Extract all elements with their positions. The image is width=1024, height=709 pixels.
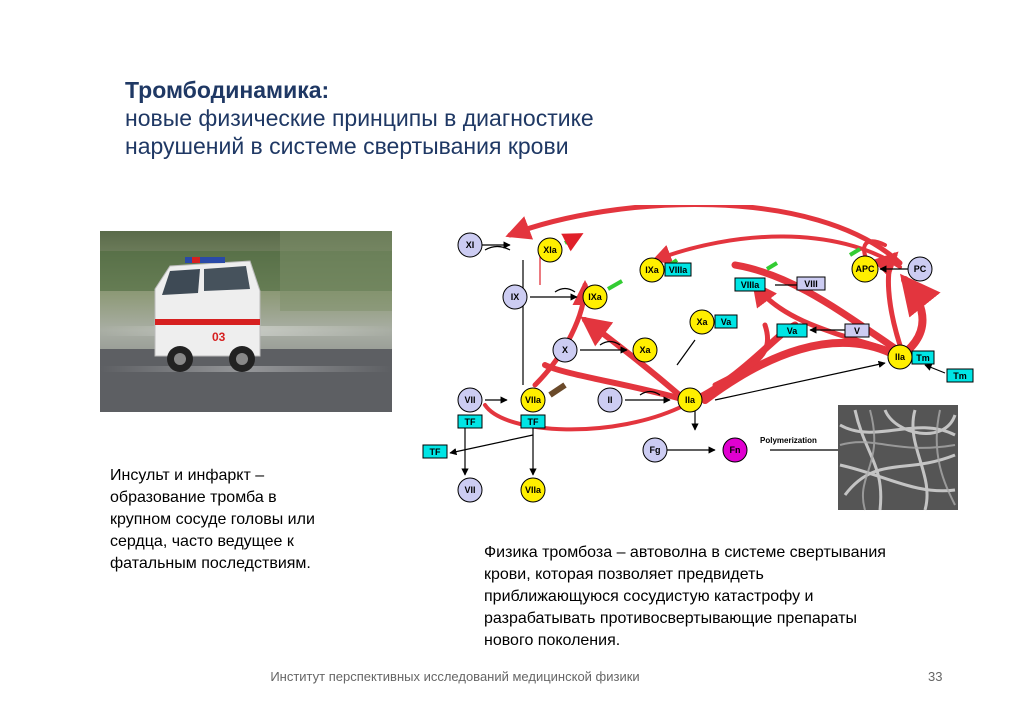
svg-text:APC: APC [855, 264, 875, 274]
svg-text:XI: XI [466, 240, 475, 250]
svg-text:Va: Va [787, 326, 799, 336]
svg-text:Xa: Xa [639, 345, 651, 355]
svg-text:VIIIa: VIIIa [741, 280, 761, 290]
svg-text:IXa: IXa [588, 292, 603, 302]
svg-text:Xa: Xa [696, 317, 708, 327]
svg-text:VIIIa: VIIIa [669, 265, 689, 275]
svg-text:TF: TF [430, 447, 441, 457]
stroke-caption-line: крупном сосуде головы или [110, 509, 370, 531]
svg-text:Va: Va [721, 317, 733, 327]
svg-text:VIII: VIII [804, 279, 818, 289]
fibrin-micrograph [838, 405, 958, 510]
svg-text:TF: TF [465, 417, 476, 427]
svg-text:VII: VII [464, 395, 475, 405]
title-block: Тромбодинамика: новые физические принцип… [125, 76, 745, 160]
svg-text:PC: PC [914, 264, 927, 274]
svg-text:IIa: IIa [895, 352, 906, 362]
ambulance-icon: 03 [155, 257, 260, 372]
vii-activation-arrow [550, 385, 565, 395]
svg-text:XIa: XIa [543, 245, 558, 255]
svg-text:Fn: Fn [730, 445, 741, 455]
svg-text:II: II [607, 395, 612, 405]
svg-text:Tm: Tm [916, 353, 930, 363]
svg-text:IX: IX [511, 292, 520, 302]
page-subtitle-line1: новые физические принципы в диагностике [125, 104, 745, 132]
svg-text:VIIa: VIIa [525, 395, 542, 405]
thrombosis-caption-line: приближающуюся сосудистую катастрофу и [484, 586, 974, 608]
svg-text:Tm: Tm [953, 371, 967, 381]
footer-institute: Институт перспективных исследований меди… [245, 669, 665, 684]
stroke-caption-line: образование тромба в [110, 487, 370, 509]
ambulance-photo: 03 [100, 231, 392, 412]
svg-text:Fg: Fg [650, 445, 661, 455]
thrombosis-caption-line: Физика тромбоза – автоволна в системе св… [484, 542, 974, 564]
page-number: 33 [928, 669, 942, 684]
thrombosis-caption: Физика тромбоза – автоволна в системе св… [484, 542, 974, 652]
stroke-caption-line: фатальным последствиям. [110, 553, 370, 575]
svg-text:IXa: IXa [645, 265, 660, 275]
svg-text:VIIa: VIIa [525, 485, 542, 495]
polymerization-label: Polymerization [760, 436, 817, 445]
svg-text:IIa: IIa [685, 395, 696, 405]
plate-number: 03 [212, 330, 226, 344]
coagulation-cascade-diagram: XI XIa IX IXa IXa VIIIa VIIIa VIII APC P… [415, 205, 985, 515]
page-title: Тромбодинамика: [125, 76, 745, 104]
page-subtitle-line2: нарушений в системе свертывания крови [125, 132, 745, 160]
stroke-caption-line: Инсульт и инфаркт – [110, 465, 370, 487]
thrombosis-caption-line: разрабатывать противосвертывающие препар… [484, 608, 974, 630]
svg-text:V: V [854, 326, 860, 336]
thrombosis-caption-line: крови, которая позволяет предвидеть [484, 564, 974, 586]
thrombosis-caption-line: нового поколения. [484, 630, 974, 652]
svg-text:X: X [562, 345, 568, 355]
stroke-caption-line: сердца, часто ведущее к [110, 531, 370, 553]
stroke-caption: Инсульт и инфаркт – образование тромба в… [110, 465, 370, 575]
svg-text:VII: VII [464, 485, 475, 495]
svg-text:TF: TF [528, 417, 539, 427]
